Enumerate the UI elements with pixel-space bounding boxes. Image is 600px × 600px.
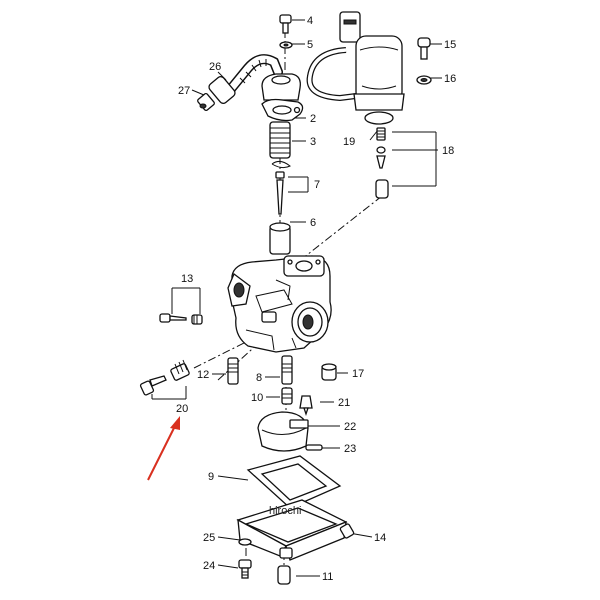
part-labels: 4 5 26 27 15 16 2 3 19 18 7 6 13 12 8 17… [176,15,456,583]
part-23-pin [305,444,323,451]
part-carburetor-body [227,255,332,353]
part-13-screw-spring [159,313,203,325]
part-15-screw [417,37,431,60]
part-8-jet [281,355,293,385]
leader-lines [151,19,442,577]
part-10-jet [281,387,293,405]
part-5-washer [279,41,293,49]
part-11-tube [277,565,291,585]
label-19: 19 [343,136,355,148]
label-4: 4 [307,15,313,27]
label-8: 8 [256,372,262,384]
part-9-gasket [246,455,342,509]
label-3: 3 [310,136,316,148]
label-16: 16 [444,73,456,85]
part-cover [261,73,301,101]
red-arrow-icon [147,416,180,481]
part-18-plunger [375,127,389,199]
label-2: 2 [310,113,316,125]
label-11: 11 [322,571,333,583]
part-21-needle-valve [299,395,313,417]
label-24: 24 [203,560,215,572]
label-23: 23 [344,443,356,455]
label-26: 26 [209,61,221,73]
label-17: 17 [352,368,364,380]
part-6-slide [269,222,291,255]
part-14-drain-screw [339,523,355,539]
label-10: 10 [251,392,263,404]
label-9: 9 [208,471,214,483]
part-22-float [257,411,309,452]
label-6: 6 [310,217,316,229]
part-26-hose [208,54,283,104]
label-7: 7 [314,179,320,191]
part-12-jet [227,357,239,385]
label-15: 15 [444,39,456,51]
label-12: 12 [197,369,209,381]
label-27: 27 [178,85,190,97]
label-21: 21 [338,397,350,409]
part-25-washer [238,538,252,546]
part-4-screw [279,14,292,34]
part-27-cap [197,92,215,112]
label-5: 5 [307,39,313,51]
part-2-gasket [261,98,304,122]
part-7-needle [271,160,291,215]
part-24-screw [238,559,252,579]
part-3-spring [269,121,291,159]
label-22: 22 [344,421,356,433]
label-25: 25 [203,532,215,544]
part-16-washer [416,75,432,85]
part-20-screw-spring [139,359,190,396]
label-13: 13 [181,273,193,285]
part-solenoid [306,11,405,125]
label-18: 18 [442,145,454,157]
part-float-bowl [236,499,348,561]
label-20: 20 [176,403,188,415]
label-14: 14 [374,532,386,544]
part-17-plug [321,363,337,381]
watermark-text: hirochi [269,505,301,517]
